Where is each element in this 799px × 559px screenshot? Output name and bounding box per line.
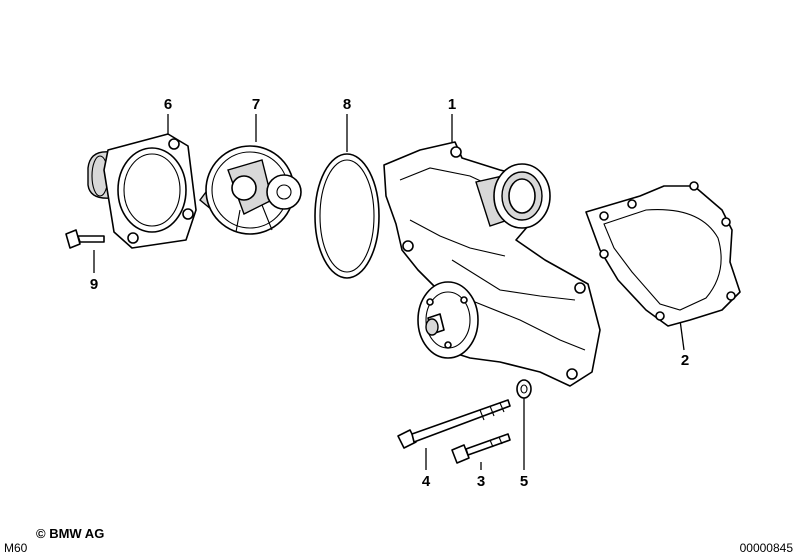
callout-7[interactable]: 7 — [251, 96, 261, 113]
part-1-water-pump[interactable] — [383, 141, 601, 387]
diagram-number: 00000845 — [739, 541, 793, 555]
part-4-long-bolt[interactable] — [397, 399, 511, 449]
callout-9[interactable]: 9 — [89, 276, 99, 293]
part-8-o-ring[interactable] — [314, 153, 380, 279]
callout-8[interactable]: 8 — [342, 96, 352, 113]
part-2-gasket[interactable] — [585, 181, 741, 327]
callout-1[interactable]: 1 — [447, 96, 457, 113]
callout-3[interactable]: 3 — [476, 473, 486, 490]
part-9-bolt[interactable] — [65, 229, 105, 249]
part-6-thermostat-cover[interactable] — [87, 133, 197, 249]
model-code: M60 — [4, 541, 28, 555]
leader-lines — [93, 114, 685, 470]
part-5-washer[interactable] — [516, 379, 532, 399]
part-7-thermostat[interactable] — [199, 145, 302, 235]
callout-5[interactable]: 5 — [519, 473, 529, 490]
part-3-bolt[interactable] — [451, 433, 511, 464]
copyright-label: © BMW AG — [36, 526, 105, 541]
callout-4[interactable]: 4 — [421, 473, 431, 490]
callout-6[interactable]: 6 — [163, 96, 173, 113]
callout-2[interactable]: 2 — [680, 352, 690, 369]
